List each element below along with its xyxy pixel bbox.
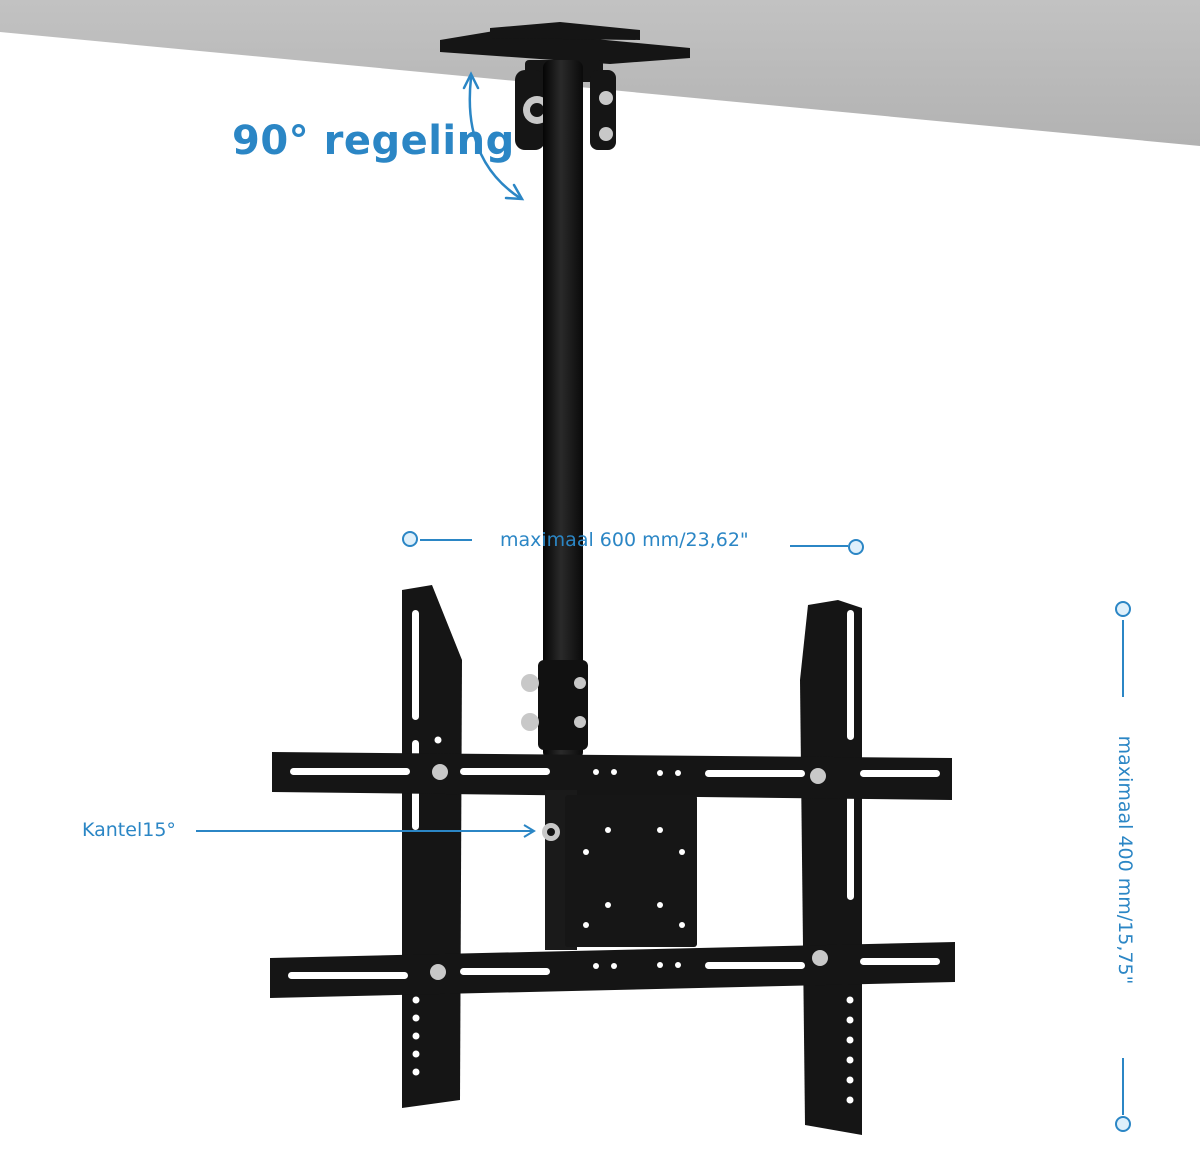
circle-endpoint-icon xyxy=(1115,1116,1131,1132)
left-vertical-arm xyxy=(402,585,462,1108)
height-dimension xyxy=(1115,601,1131,1132)
upper-horizontal-rail xyxy=(272,752,952,800)
center-tilt-bracket xyxy=(542,790,697,950)
tilt-pointer xyxy=(196,824,536,838)
right-vertical-arm xyxy=(800,600,862,1135)
lower-horizontal-rail xyxy=(270,942,955,998)
circle-endpoint-icon xyxy=(402,531,418,547)
width-dimension xyxy=(402,531,864,555)
max-height-label: maximaal 400 mm/15,75" xyxy=(1114,735,1136,985)
curved-double-arrow-icon xyxy=(462,71,525,201)
rotation-label: 90° regeling xyxy=(232,118,515,164)
circle-endpoint-icon xyxy=(848,539,864,555)
pole-bolts xyxy=(521,674,586,731)
tilt-label: Kantel15° xyxy=(82,819,176,841)
max-width-label: maximaal 600 mm/23,62" xyxy=(500,529,749,551)
mount-pole xyxy=(543,60,583,760)
circle-endpoint-icon xyxy=(1115,601,1131,617)
